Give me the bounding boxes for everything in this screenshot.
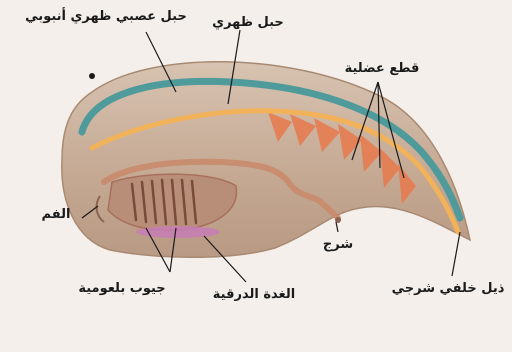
label-pharyngeal-slits: جيوب بلعومية bbox=[78, 281, 165, 296]
leader-anus bbox=[336, 222, 338, 232]
label-mouth: الفم bbox=[42, 207, 71, 222]
label-post-anal-tail: ذيل خلفي شرجي bbox=[392, 281, 505, 296]
marker-dot bbox=[89, 73, 95, 79]
label-notochord: حبل ظهري bbox=[212, 15, 284, 30]
label-anus: شرج bbox=[323, 237, 353, 252]
leader-tail bbox=[452, 232, 460, 276]
label-thyroid-gland: الغدة الدرقية bbox=[213, 287, 295, 302]
label-muscle-segments: قطع عضلية bbox=[345, 61, 420, 76]
label-dorsal-nerve-cord: حبل عصبي ظهري أنبوبي bbox=[25, 7, 187, 24]
